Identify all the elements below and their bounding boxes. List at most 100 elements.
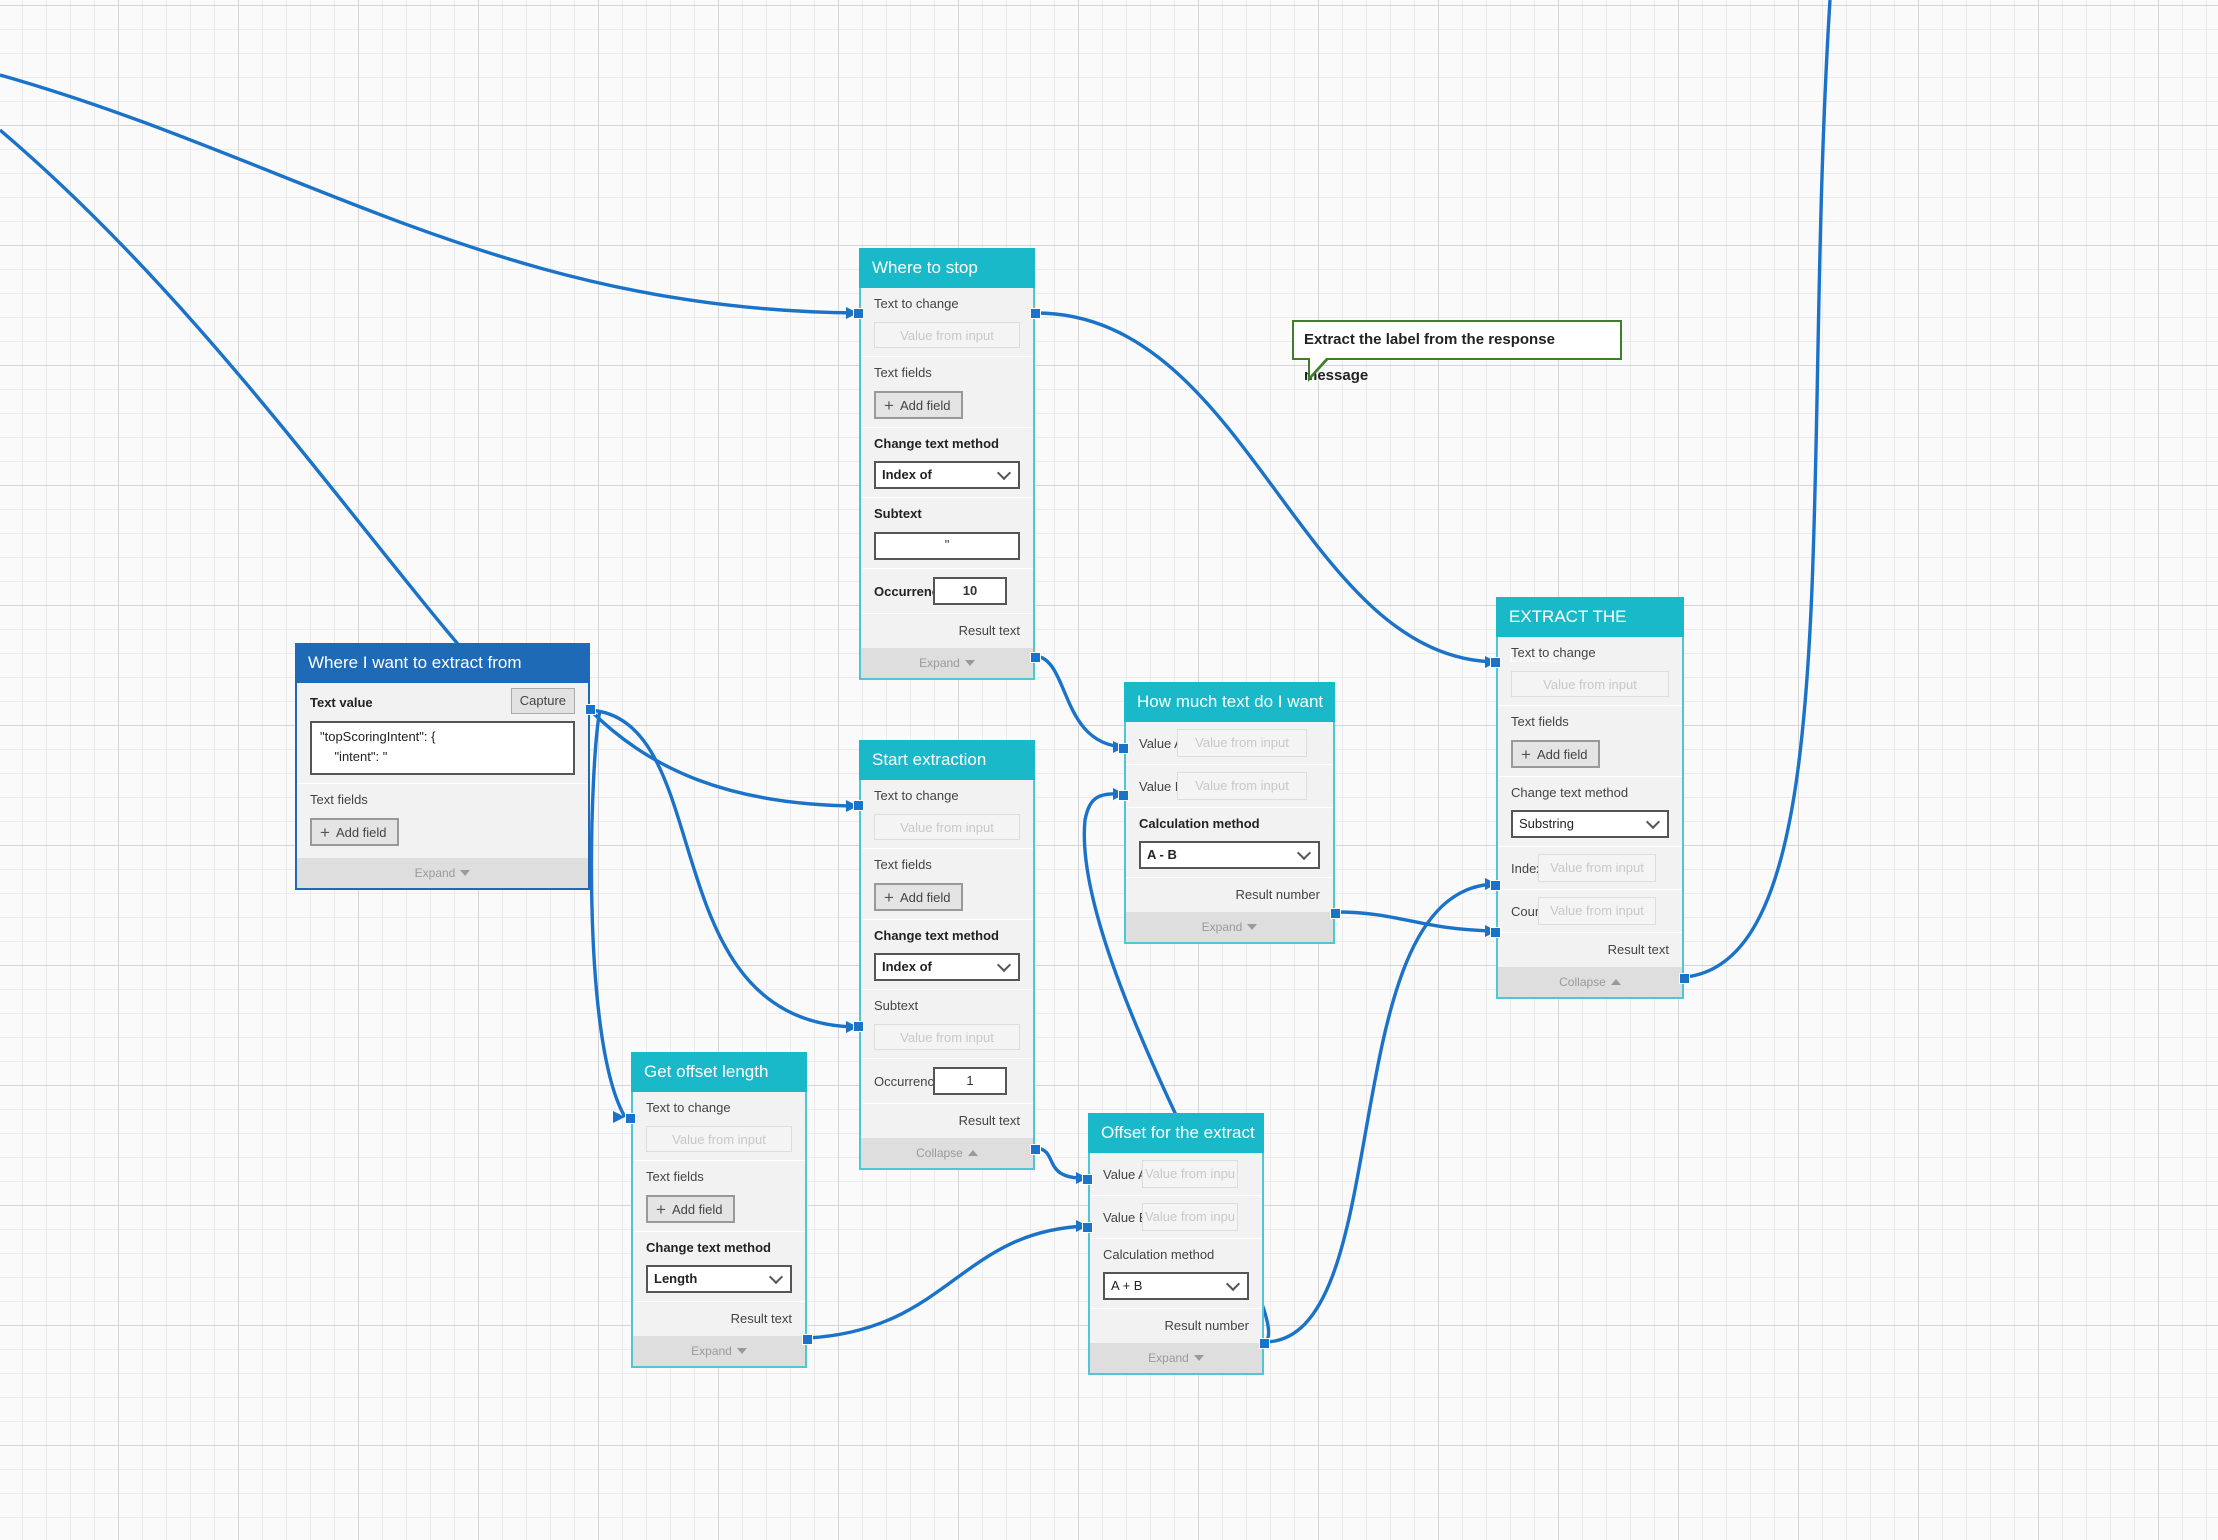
result-output-port[interactable] (1330, 908, 1341, 919)
comment-box[interactable]: Extract the label from the response mess… (1292, 320, 1622, 384)
method-value: Index of (882, 959, 932, 974)
wire-start-result-to-offset-a (1035, 1146, 1089, 1180)
expand-label: Expand (1148, 1351, 1189, 1365)
node-extract-the-label[interactable]: EXTRACT THE LABEL Text to change Value f… (1490, 597, 1690, 999)
value-a-input[interactable]: Value from inpu (1142, 1160, 1238, 1188)
expand-toggle[interactable]: Expand (1126, 912, 1333, 942)
method-value: Index of (882, 467, 932, 482)
expand-toggle[interactable]: Expand (633, 1336, 805, 1366)
node-where-extract-from[interactable]: Where I want to extract from Text value … (295, 643, 596, 890)
add-field-button[interactable]: +Add field (874, 391, 963, 419)
node-title[interactable]: Get offset length (631, 1052, 807, 1092)
text-to-change-input[interactable]: Value from input (1511, 671, 1669, 697)
result-text-output: Result text (861, 1103, 1033, 1138)
add-field-button[interactable]: +Add field (646, 1195, 735, 1223)
node-title[interactable]: Offset for the extract (1088, 1113, 1264, 1153)
count-label: Count (1511, 904, 1546, 919)
plus-icon: + (1521, 745, 1531, 764)
add-field-button[interactable]: +Add field (874, 883, 963, 911)
subtext-input[interactable]: Value from input (874, 1024, 1020, 1050)
expand-label: Expand (691, 1344, 732, 1358)
result-output-port[interactable] (1679, 973, 1690, 984)
input-port[interactable] (625, 1113, 636, 1124)
wire-offset-number-to-index (1264, 882, 1498, 1344)
node-title[interactable]: How much text do I want (1124, 682, 1335, 722)
node-title[interactable]: Where to stop (859, 248, 1035, 288)
calculation-value: A - B (1147, 847, 1177, 862)
wire-offset-length-to-offset-b (807, 1224, 1089, 1340)
expand-toggle[interactable]: Expand (297, 858, 588, 888)
node-title[interactable]: EXTRACT THE LABEL (1496, 597, 1684, 666)
count-input[interactable]: Value from input (1538, 897, 1656, 925)
occurrence-input[interactable]: 10 (933, 577, 1007, 605)
subtext-input-port[interactable] (853, 1021, 864, 1032)
value-a-input[interactable]: Value from input (1177, 729, 1307, 757)
change-text-method-label: Change text method (874, 928, 999, 943)
node-title[interactable]: Where I want to extract from (295, 643, 590, 683)
output-port[interactable] (1030, 308, 1041, 319)
text-to-change-input[interactable]: Value from input (646, 1126, 792, 1152)
collapse-toggle[interactable]: Collapse (861, 1138, 1033, 1168)
node-get-offset-length[interactable]: Get offset length Text to change Value f… (625, 1052, 813, 1368)
value-a-port[interactable] (1118, 743, 1129, 754)
value-b-port[interactable] (1082, 1222, 1093, 1233)
index-input[interactable]: Value from input (1538, 854, 1656, 882)
chevron-down-icon (768, 1269, 784, 1285)
input-port[interactable] (853, 308, 864, 319)
result-output-port[interactable] (1030, 1144, 1041, 1155)
change-text-method-label: Change text method (646, 1240, 771, 1255)
count-port[interactable] (1490, 927, 1501, 938)
result-output-port[interactable] (1030, 652, 1041, 663)
text-fields-section: Text fields +Add field (1498, 706, 1682, 777)
add-field-button[interactable]: +Add field (1511, 740, 1600, 768)
chevron-down-icon (1296, 845, 1312, 861)
plus-icon: + (320, 823, 330, 842)
node-title[interactable]: Start extraction (859, 740, 1035, 780)
change-text-method-select[interactable]: Substring (1511, 810, 1669, 838)
text-value-input[interactable]: "topScoringIntent": { "intent": " (310, 721, 575, 775)
index-port[interactable] (1490, 880, 1501, 891)
value-b-port[interactable] (1118, 790, 1129, 801)
add-field-button[interactable]: + Add field (310, 818, 399, 846)
calculation-method-select[interactable]: A + B (1103, 1272, 1249, 1300)
node-where-to-stop[interactable]: Where to stop Text to change Value from … (853, 248, 1041, 680)
output-port[interactable] (585, 704, 596, 715)
subtext-input[interactable]: " (874, 532, 1020, 560)
comment-tail-inner (1310, 357, 1327, 376)
text-to-change-input[interactable]: Value from input (874, 322, 1020, 348)
expand-toggle[interactable]: Expand (861, 648, 1033, 678)
wire-extract-result-out (1684, 0, 1832, 979)
change-text-method-select[interactable]: Length (646, 1265, 792, 1293)
node-start-extraction[interactable]: Start extraction Text to change Value fr… (853, 740, 1041, 1170)
text-fields-label: Text fields (646, 1169, 704, 1184)
add-field-label: Add field (335, 825, 387, 840)
value-b-input[interactable]: Value from inpu (1142, 1203, 1238, 1231)
capture-button[interactable]: Capture (510, 688, 575, 714)
change-text-method-select[interactable]: Index of (874, 953, 1020, 981)
text-to-change-input[interactable]: Value from input (874, 814, 1020, 840)
change-text-method-select[interactable]: Index of (874, 461, 1020, 489)
method-section: Change text method Index of (861, 428, 1033, 498)
value-a-port[interactable] (1082, 1174, 1093, 1185)
value-b-input[interactable]: Value from input (1177, 772, 1307, 800)
collapse-label: Collapse (1559, 975, 1606, 989)
result-output-port[interactable] (802, 1334, 813, 1345)
change-text-method-label: Change text method (874, 436, 999, 451)
input-port[interactable] (853, 800, 864, 811)
expand-toggle[interactable]: Expand (1090, 1343, 1262, 1373)
result-output-port[interactable] (1259, 1338, 1270, 1349)
occurrence-input[interactable]: 1 (933, 1067, 1007, 1095)
plus-icon: + (884, 396, 894, 415)
input-port[interactable] (1490, 657, 1501, 668)
expand-label: Expand (919, 656, 960, 670)
collapse-toggle[interactable]: Collapse (1498, 967, 1682, 997)
calculation-method-select[interactable]: A - B (1139, 841, 1320, 869)
chevron-down-icon (996, 957, 1012, 973)
